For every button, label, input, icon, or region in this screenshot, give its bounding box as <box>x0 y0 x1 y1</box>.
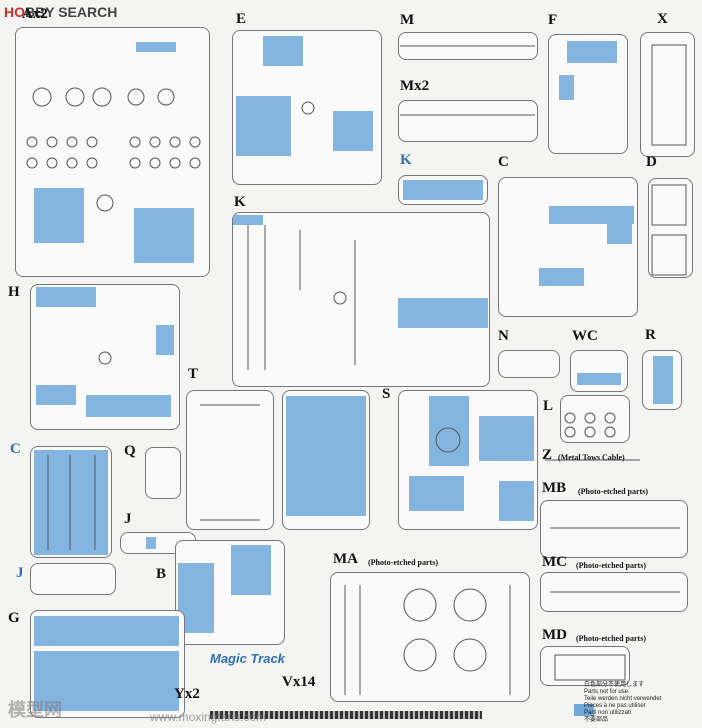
label-F: F <box>548 12 558 28</box>
hobby-search-logo: HOBBY SEARCH <box>4 4 118 20</box>
label-S: S <box>382 386 391 402</box>
sprue-S <box>398 390 538 530</box>
label-M: M <box>400 12 415 28</box>
sprue-T <box>186 390 274 530</box>
sprue-Q <box>145 447 181 499</box>
parts-not-used-note: 白色部分不使用します Parts not for use. Teile werd… <box>584 682 662 723</box>
sprue-E <box>232 30 382 185</box>
sprue-J-blue <box>30 563 116 595</box>
label-MD-note: (Photo-etched parts) <box>576 634 646 643</box>
label-MB: MB <box>542 480 567 496</box>
watermark-cn: 模型网 <box>8 700 62 720</box>
label-T: T <box>188 366 199 382</box>
label-MC-note: (Photo-etched parts) <box>576 561 646 570</box>
sprue-MA <box>330 572 530 702</box>
label-MA-note: (Photo-etched parts) <box>368 558 438 567</box>
sprue-G <box>30 610 185 718</box>
sprue-WC <box>570 350 628 392</box>
label-J-blue: J <box>16 565 24 581</box>
label-Z-note: (Metal Tows Cable) <box>558 453 625 462</box>
label-N: N <box>498 328 509 344</box>
sprue-S-left <box>282 390 370 530</box>
label-R: R <box>645 327 656 343</box>
sprue-R <box>642 350 682 410</box>
track-links-strip <box>210 711 482 719</box>
label-Q: Q <box>124 443 136 459</box>
label-Mx2: Mx2 <box>400 78 430 94</box>
sprue-C-blue <box>30 446 112 558</box>
sprue-H <box>30 284 180 430</box>
sprue-K <box>232 212 490 387</box>
label-B: B <box>156 566 167 582</box>
sprue-Mx2 <box>398 100 538 142</box>
watermark-url: www.moxingfans.com <box>150 710 267 724</box>
label-J: J <box>124 511 132 527</box>
sprue-C <box>498 177 638 317</box>
label-L: L <box>543 398 554 414</box>
magic-track-logo: Magic Track <box>210 651 285 666</box>
label-C-blue: C <box>10 441 21 457</box>
sprue-A <box>15 27 210 277</box>
sprue-K-blue <box>398 175 488 205</box>
label-G: G <box>8 610 20 626</box>
label-H: H <box>8 284 20 300</box>
label-Z: Z <box>542 447 553 463</box>
label-Ax2: Ax2 <box>22 6 48 22</box>
label-K-blue: K <box>400 152 412 168</box>
label-C: C <box>498 154 509 170</box>
label-Yx2: Yx2 <box>174 686 200 702</box>
sprue-F <box>548 34 628 154</box>
label-MD: MD <box>542 627 567 643</box>
label-K: K <box>234 194 246 210</box>
label-D: D <box>646 154 657 170</box>
label-WC: WC <box>572 328 598 344</box>
sprue-MB <box>540 500 688 558</box>
sprue-N <box>498 350 560 378</box>
label-X: X <box>657 11 668 27</box>
label-MB-note: (Photo-etched parts) <box>578 487 648 496</box>
label-E: E <box>236 11 247 27</box>
sprue-L <box>560 395 630 443</box>
label-MC: MC <box>542 554 567 570</box>
legend-swatch <box>574 704 594 716</box>
label-Vx14: Vx14 <box>282 674 316 690</box>
label-MA: MA <box>333 551 358 567</box>
